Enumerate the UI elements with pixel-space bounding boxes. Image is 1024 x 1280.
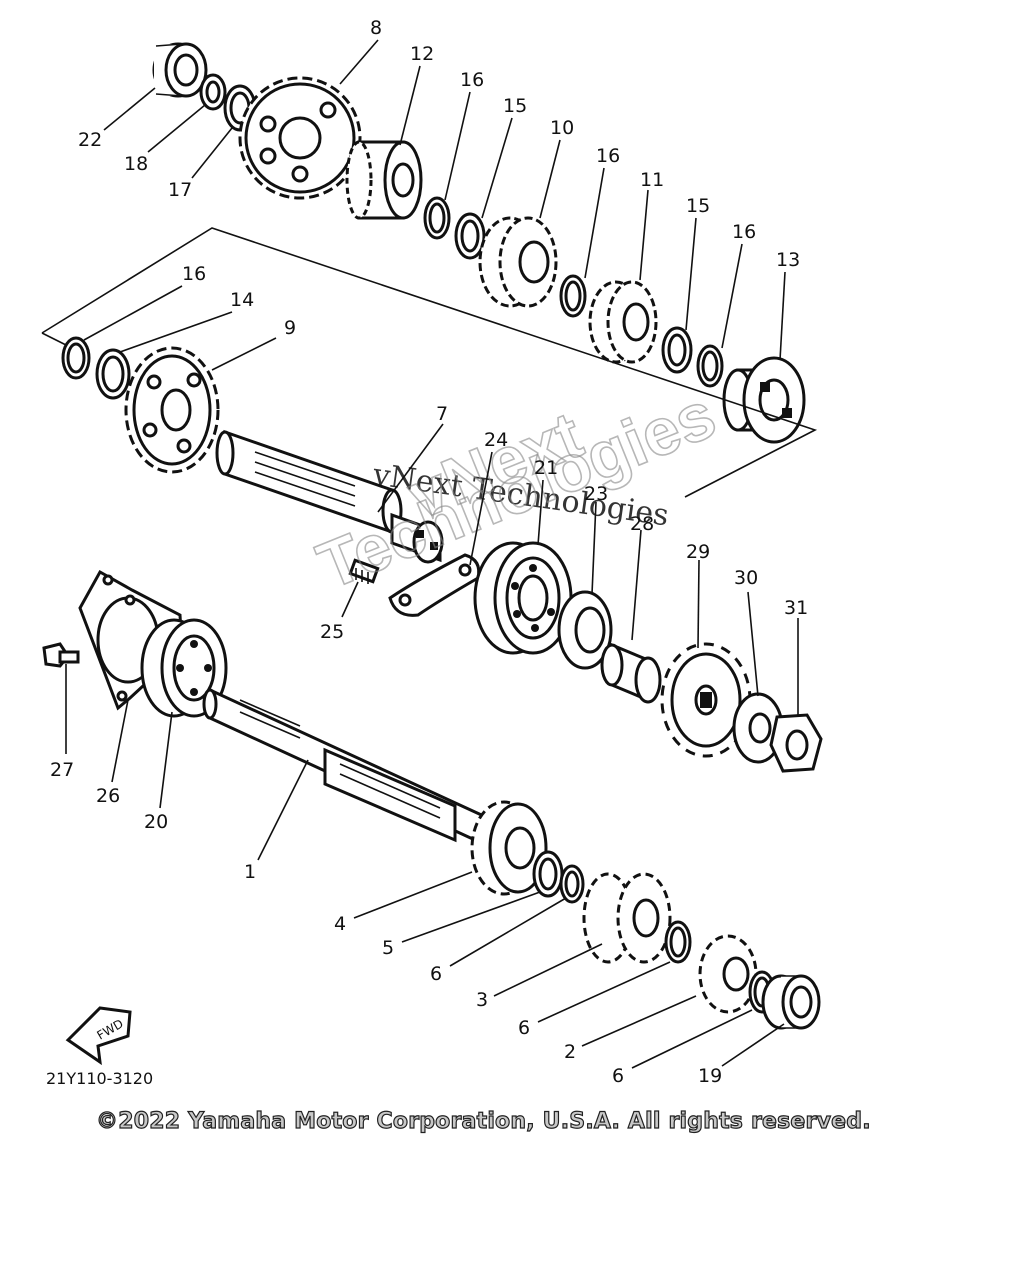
callout-1: 1 [244, 861, 256, 883]
fwd-arrow-icon: FWD [65, 1006, 132, 1066]
callout-28: 28 [630, 513, 654, 535]
callout-13: 13 [776, 249, 800, 271]
callout-16: 16 [596, 145, 620, 167]
circlip-16a [423, 196, 451, 240]
gear-3 [582, 872, 672, 964]
gear-8 [238, 76, 362, 200]
bearing-19 [761, 974, 821, 1030]
callout-12: 12 [410, 43, 434, 65]
callout-24: 24 [484, 429, 508, 451]
bolt-27 [42, 642, 80, 668]
collar-28 [600, 642, 662, 704]
gear-9 [124, 346, 220, 474]
callout-16: 16 [732, 221, 756, 243]
gear-10 [478, 216, 558, 308]
circlip-16b [559, 274, 587, 318]
washer-14 [95, 348, 131, 400]
gear-11 [588, 280, 658, 364]
washer-5 [532, 850, 564, 898]
sprocket-29 [660, 642, 752, 758]
callout-11: 11 [640, 169, 664, 191]
main-axle-1 [202, 687, 490, 849]
copyright-notice: ©2022 Yamaha Motor Corporation, U.S.A. A… [95, 1108, 871, 1134]
washer-15b [661, 326, 693, 374]
assembly-bracket [41, 227, 818, 498]
circlip-6a [559, 864, 585, 904]
callout-20: 20 [144, 811, 168, 833]
callout-7: 7 [436, 403, 448, 425]
callout-6: 6 [430, 963, 442, 985]
washer-15a [454, 212, 486, 260]
callout-25: 25 [320, 621, 344, 643]
diagram-code: 21Y110-3120 [46, 1069, 153, 1088]
callout-29: 29 [686, 541, 710, 563]
callout-6: 6 [518, 1017, 530, 1039]
oil-seal-23 [557, 590, 613, 670]
callout-labels: 8 12 16 15 10 16 11 15 16 13 22 18 17 16… [50, 17, 808, 1087]
gear-12 [345, 140, 423, 220]
callout-26: 26 [96, 785, 120, 807]
callout-4: 4 [334, 913, 346, 935]
callout-23: 23 [584, 483, 608, 505]
callout-3: 3 [476, 989, 488, 1011]
callout-31: 31 [784, 597, 808, 619]
main-axle-7 [215, 429, 444, 564]
callout-30: 30 [734, 567, 758, 589]
callout-8: 8 [370, 17, 382, 39]
circlip-16d [61, 336, 91, 380]
nut-31 [769, 713, 823, 773]
callout-14: 14 [230, 289, 254, 311]
callout-15: 15 [686, 195, 710, 217]
callout-2: 2 [564, 1041, 576, 1063]
gear-13 [722, 356, 806, 444]
gear-2 [698, 934, 758, 1014]
callout-18: 18 [124, 153, 148, 175]
washer-18 [199, 73, 227, 111]
callout-16: 16 [460, 69, 484, 91]
callout-9: 9 [284, 317, 296, 339]
leader-lines [65, 39, 799, 1069]
screw-25 [348, 558, 380, 584]
gear-4 [470, 800, 548, 896]
callout-27: 27 [50, 759, 74, 781]
bearing-22 [152, 42, 208, 98]
callout-5: 5 [382, 937, 394, 959]
circlip-16c [696, 344, 724, 388]
callout-22: 22 [78, 129, 102, 151]
callout-15: 15 [503, 95, 527, 117]
callout-6: 6 [612, 1065, 624, 1087]
callout-21: 21 [534, 457, 558, 479]
callout-16: 16 [182, 263, 206, 285]
callout-17: 17 [168, 179, 192, 201]
circlip-6b [664, 920, 692, 964]
bearing-21 [473, 541, 573, 655]
callout-10: 10 [550, 117, 574, 139]
callout-19: 19 [698, 1065, 722, 1087]
